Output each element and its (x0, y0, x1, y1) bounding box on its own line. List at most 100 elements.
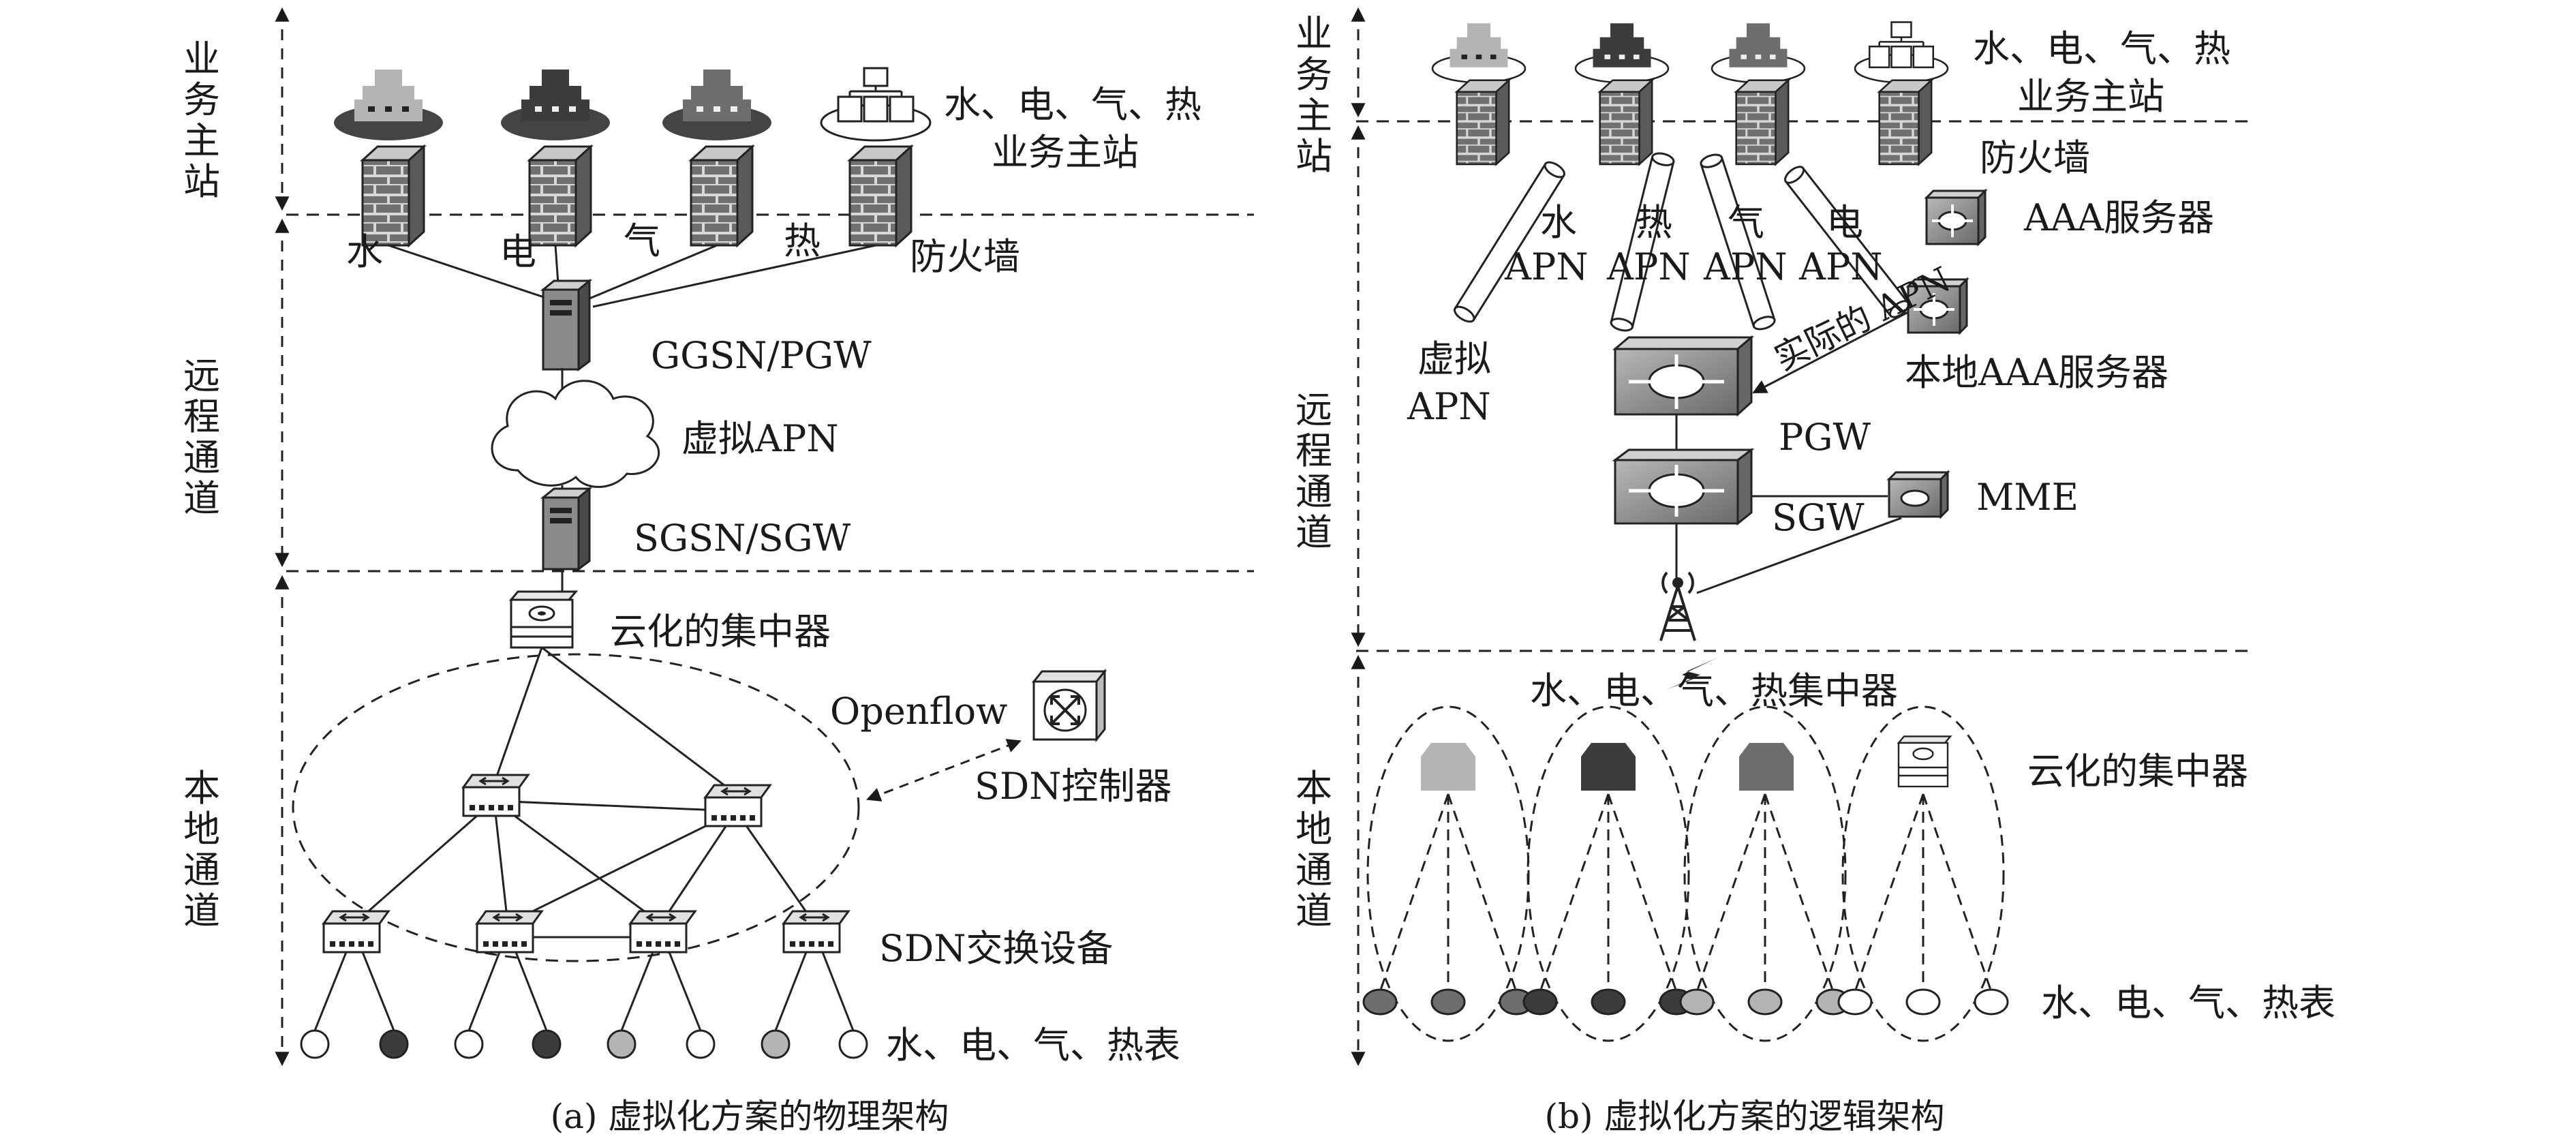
left-cloud-label: 虚拟APN (681, 417, 839, 460)
group-ellipse (1683, 705, 1847, 1042)
meter-icon (1522, 988, 1558, 1016)
left-firewall-label: 防火墙 (910, 235, 1020, 278)
switch-icon (628, 910, 697, 954)
meter-icon (1591, 988, 1626, 1016)
left-band-bottom-char: 本 (183, 767, 220, 810)
left-openflow-link (866, 739, 1022, 802)
right-band-top-char: 站 (1295, 135, 1332, 178)
right-virtual-apn-label-line2: APN (1407, 385, 1491, 428)
right-band-top-char: 主 (1295, 94, 1332, 137)
right-firewall-label: 防火墙 (1980, 136, 2090, 179)
switch-icon (475, 910, 544, 954)
left-link-label-gas: 气 (624, 219, 660, 262)
left-band-bottom-char: 地 (183, 808, 220, 851)
right-band-label-bottom: 本 地 通 道 (1295, 767, 1332, 932)
left-link-label-power: 电 (500, 230, 536, 273)
meter-icon (1430, 988, 1466, 1016)
left-band-mid-char: 程 (183, 395, 220, 438)
mainframe-icon (501, 70, 610, 140)
right-band-bottom-char: 通 (1295, 849, 1332, 891)
concentrator-icon (1739, 743, 1794, 791)
left-link-label-heat: 热 (784, 219, 821, 262)
right-firewalls (1454, 78, 1934, 166)
meter-icon (761, 1029, 791, 1059)
concentrator-icon (1421, 743, 1475, 791)
left-link-label-water: 水 (346, 230, 383, 273)
meter-icon (1747, 988, 1783, 1016)
right-band-bottom-char: 地 (1295, 808, 1332, 851)
router-icon (1905, 277, 1969, 335)
antenna-tower-icon (1659, 571, 1696, 641)
left-firewalls (360, 144, 914, 248)
right-band-mid-char: 程 (1295, 429, 1332, 472)
meter-icon (1362, 988, 1398, 1016)
right-band-mid-char: 道 (1295, 511, 1332, 554)
left-stations-label-line1: 水、电、气、热 (944, 83, 1201, 126)
left-band-mid-char: 通 (183, 436, 220, 479)
right-tunnel-label-heat: 热 (1636, 201, 1672, 244)
meter-icon (1679, 988, 1715, 1016)
right-apn-label: APN (1606, 245, 1691, 288)
mainframe-icon (1854, 21, 1949, 84)
router-icon (1886, 470, 1950, 519)
meter-icon (532, 1029, 562, 1059)
left-sdn-switches (322, 774, 850, 954)
switch-icon (782, 910, 850, 954)
concentrator-icon (1581, 743, 1636, 791)
router-icon (1924, 188, 1988, 247)
right-meters-label: 水、电、气、热表 (2041, 981, 2335, 1024)
left-band-mid-char: 远 (183, 354, 220, 397)
left-meters-label: 水、电、气、热表 (886, 1024, 1180, 1067)
left-firewall-links (388, 244, 876, 308)
left-sgsn-label: SGSN/SGW (634, 517, 851, 560)
cloud-icon (491, 380, 660, 488)
left-band-top-char: 主 (183, 119, 220, 162)
meter-icon (1905, 988, 1941, 1016)
left-band-bottom-char: 通 (183, 849, 220, 891)
right-meters (1362, 988, 2009, 1016)
left-panel: 业 务 主 站 远 程 通 道 本 地 通 道 (183, 7, 1254, 1136)
firewall-brick-icon (1597, 78, 1655, 166)
tunnel-icon (1784, 166, 1910, 318)
meter-icon (1974, 988, 2009, 1016)
right-caption: (b) 虚拟化方案的逻辑架构 (1545, 1097, 1945, 1136)
concentrator-icon (1897, 735, 1952, 788)
right-utility-groups (1366, 705, 2005, 1042)
left-sdn-links (354, 646, 816, 939)
right-concentrators (1421, 735, 1952, 791)
right-apn-label: APN (1504, 245, 1589, 288)
left-switch-label: SDN交换设备 (879, 927, 1114, 970)
right-tunnel-label-power: 电 (1826, 201, 1863, 244)
server-tower-icon (540, 278, 593, 371)
switch-icon (322, 910, 390, 954)
left-openflow-label: Openflow (830, 690, 1007, 733)
right-stations (1431, 21, 1949, 84)
right-band-top-char: 务 (1295, 53, 1332, 96)
firewall-brick-icon (847, 144, 914, 248)
right-tunnel-label-gas: 气 (1728, 201, 1764, 244)
mainframe-icon (1574, 23, 1670, 84)
left-sdn-domain-ellipse (292, 653, 860, 962)
concentrator-icon (508, 590, 579, 649)
tunnel-icon (1700, 153, 1776, 331)
meter-icon (454, 1029, 484, 1059)
meter-icon (686, 1029, 716, 1059)
group-ellipse (1841, 705, 2005, 1042)
firewall-brick-icon (688, 144, 755, 248)
sdn-controller-icon (1031, 668, 1107, 743)
left-band-top-char: 站 (183, 160, 220, 203)
left-band-label-mid: 远 程 通 道 (183, 354, 220, 520)
left-band-top-char: 业 (183, 37, 220, 80)
left-controller-label: SDN控制器 (975, 765, 1172, 808)
group-ellipse (1527, 705, 1690, 1042)
right-aaa-label: AAA服务器 (2023, 196, 2214, 239)
left-band-mid-char: 道 (183, 477, 220, 520)
right-apn-label: APN (1703, 245, 1788, 288)
left-band-label-bottom: 本 地 通 道 (183, 767, 220, 932)
left-meter-links (313, 951, 855, 1031)
meter-icon (838, 1029, 868, 1059)
firewall-brick-icon (1877, 78, 1934, 166)
right-sgw-label: SGW (1772, 496, 1865, 539)
router-icon (1612, 448, 1755, 526)
